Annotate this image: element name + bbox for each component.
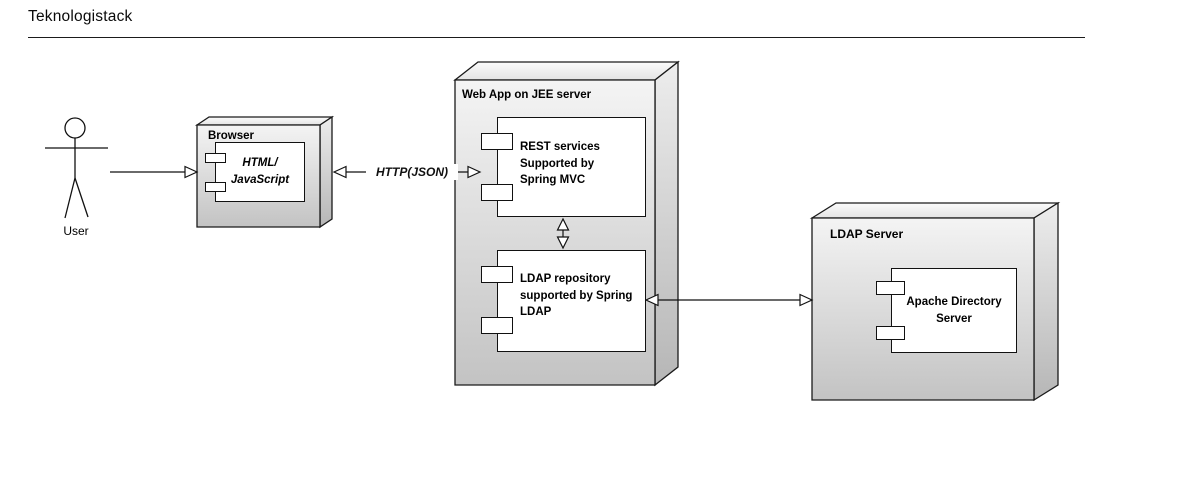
arrowhead-up-icon — [556, 217, 570, 231]
ldap-node-top-face — [809, 202, 1061, 219]
component-port-icon — [876, 281, 905, 295]
actor-leg-right — [74, 177, 89, 218]
component-port-icon — [481, 133, 513, 150]
component-rest-services-label: REST services Supported by Spring MVC — [520, 141, 600, 187]
arrowhead-left-icon — [332, 165, 347, 179]
connector-rest-ldaprepo — [556, 217, 570, 250]
component-html-javascript-label: HTML/ JavaScript — [230, 157, 290, 186]
ldap-node-right-face — [1033, 201, 1059, 402]
diagram-title: Teknologistack — [28, 8, 133, 25]
component-rest-services: REST services Supported by Spring MVC — [481, 117, 646, 217]
browser-node-right-face — [319, 115, 333, 229]
component-apache-directory-server-label: Apache Directory Server — [906, 295, 1002, 325]
browser-node-label: Browser — [208, 130, 255, 142]
arrowhead-left-icon — [644, 293, 659, 307]
component-port-icon — [205, 153, 226, 163]
arrowhead-right-icon — [184, 165, 199, 179]
connector-user-browser — [110, 165, 199, 179]
component-apache-directory-server: Apache Directory Server — [876, 268, 1017, 353]
component-port-icon — [205, 182, 226, 192]
browser-node-top-face — [194, 116, 335, 126]
component-port-icon — [481, 317, 513, 334]
ldap-node-label: LDAP Server — [830, 227, 904, 241]
arrowhead-down-icon — [556, 236, 570, 250]
arrowhead-right-icon — [467, 165, 482, 179]
component-port-icon — [876, 326, 905, 340]
webapp-node-label: Web App on JEE server — [462, 89, 592, 101]
webapp-node-right-face — [654, 60, 679, 387]
user-actor-label: User — [63, 224, 89, 238]
title-divider — [28, 37, 1085, 38]
actor-head — [64, 117, 86, 139]
component-port-icon — [481, 184, 513, 201]
component-ldap-repository-label: LDAP repository supported by Spring LDAP — [520, 273, 633, 319]
component-ldap-repository: LDAP repository supported by Spring LDAP — [481, 250, 646, 352]
actor-leg-left — [64, 177, 76, 219]
webapp-node-top-face — [453, 61, 680, 81]
user-actor-icon — [45, 117, 108, 219]
connector-webapp-ldapserver — [644, 293, 814, 307]
http-json-connector-label: HTTP(JSON) — [366, 164, 458, 180]
component-port-icon — [481, 266, 513, 283]
component-html-javascript: HTML/ JavaScript — [205, 142, 305, 202]
arrowhead-right-icon — [799, 293, 814, 307]
